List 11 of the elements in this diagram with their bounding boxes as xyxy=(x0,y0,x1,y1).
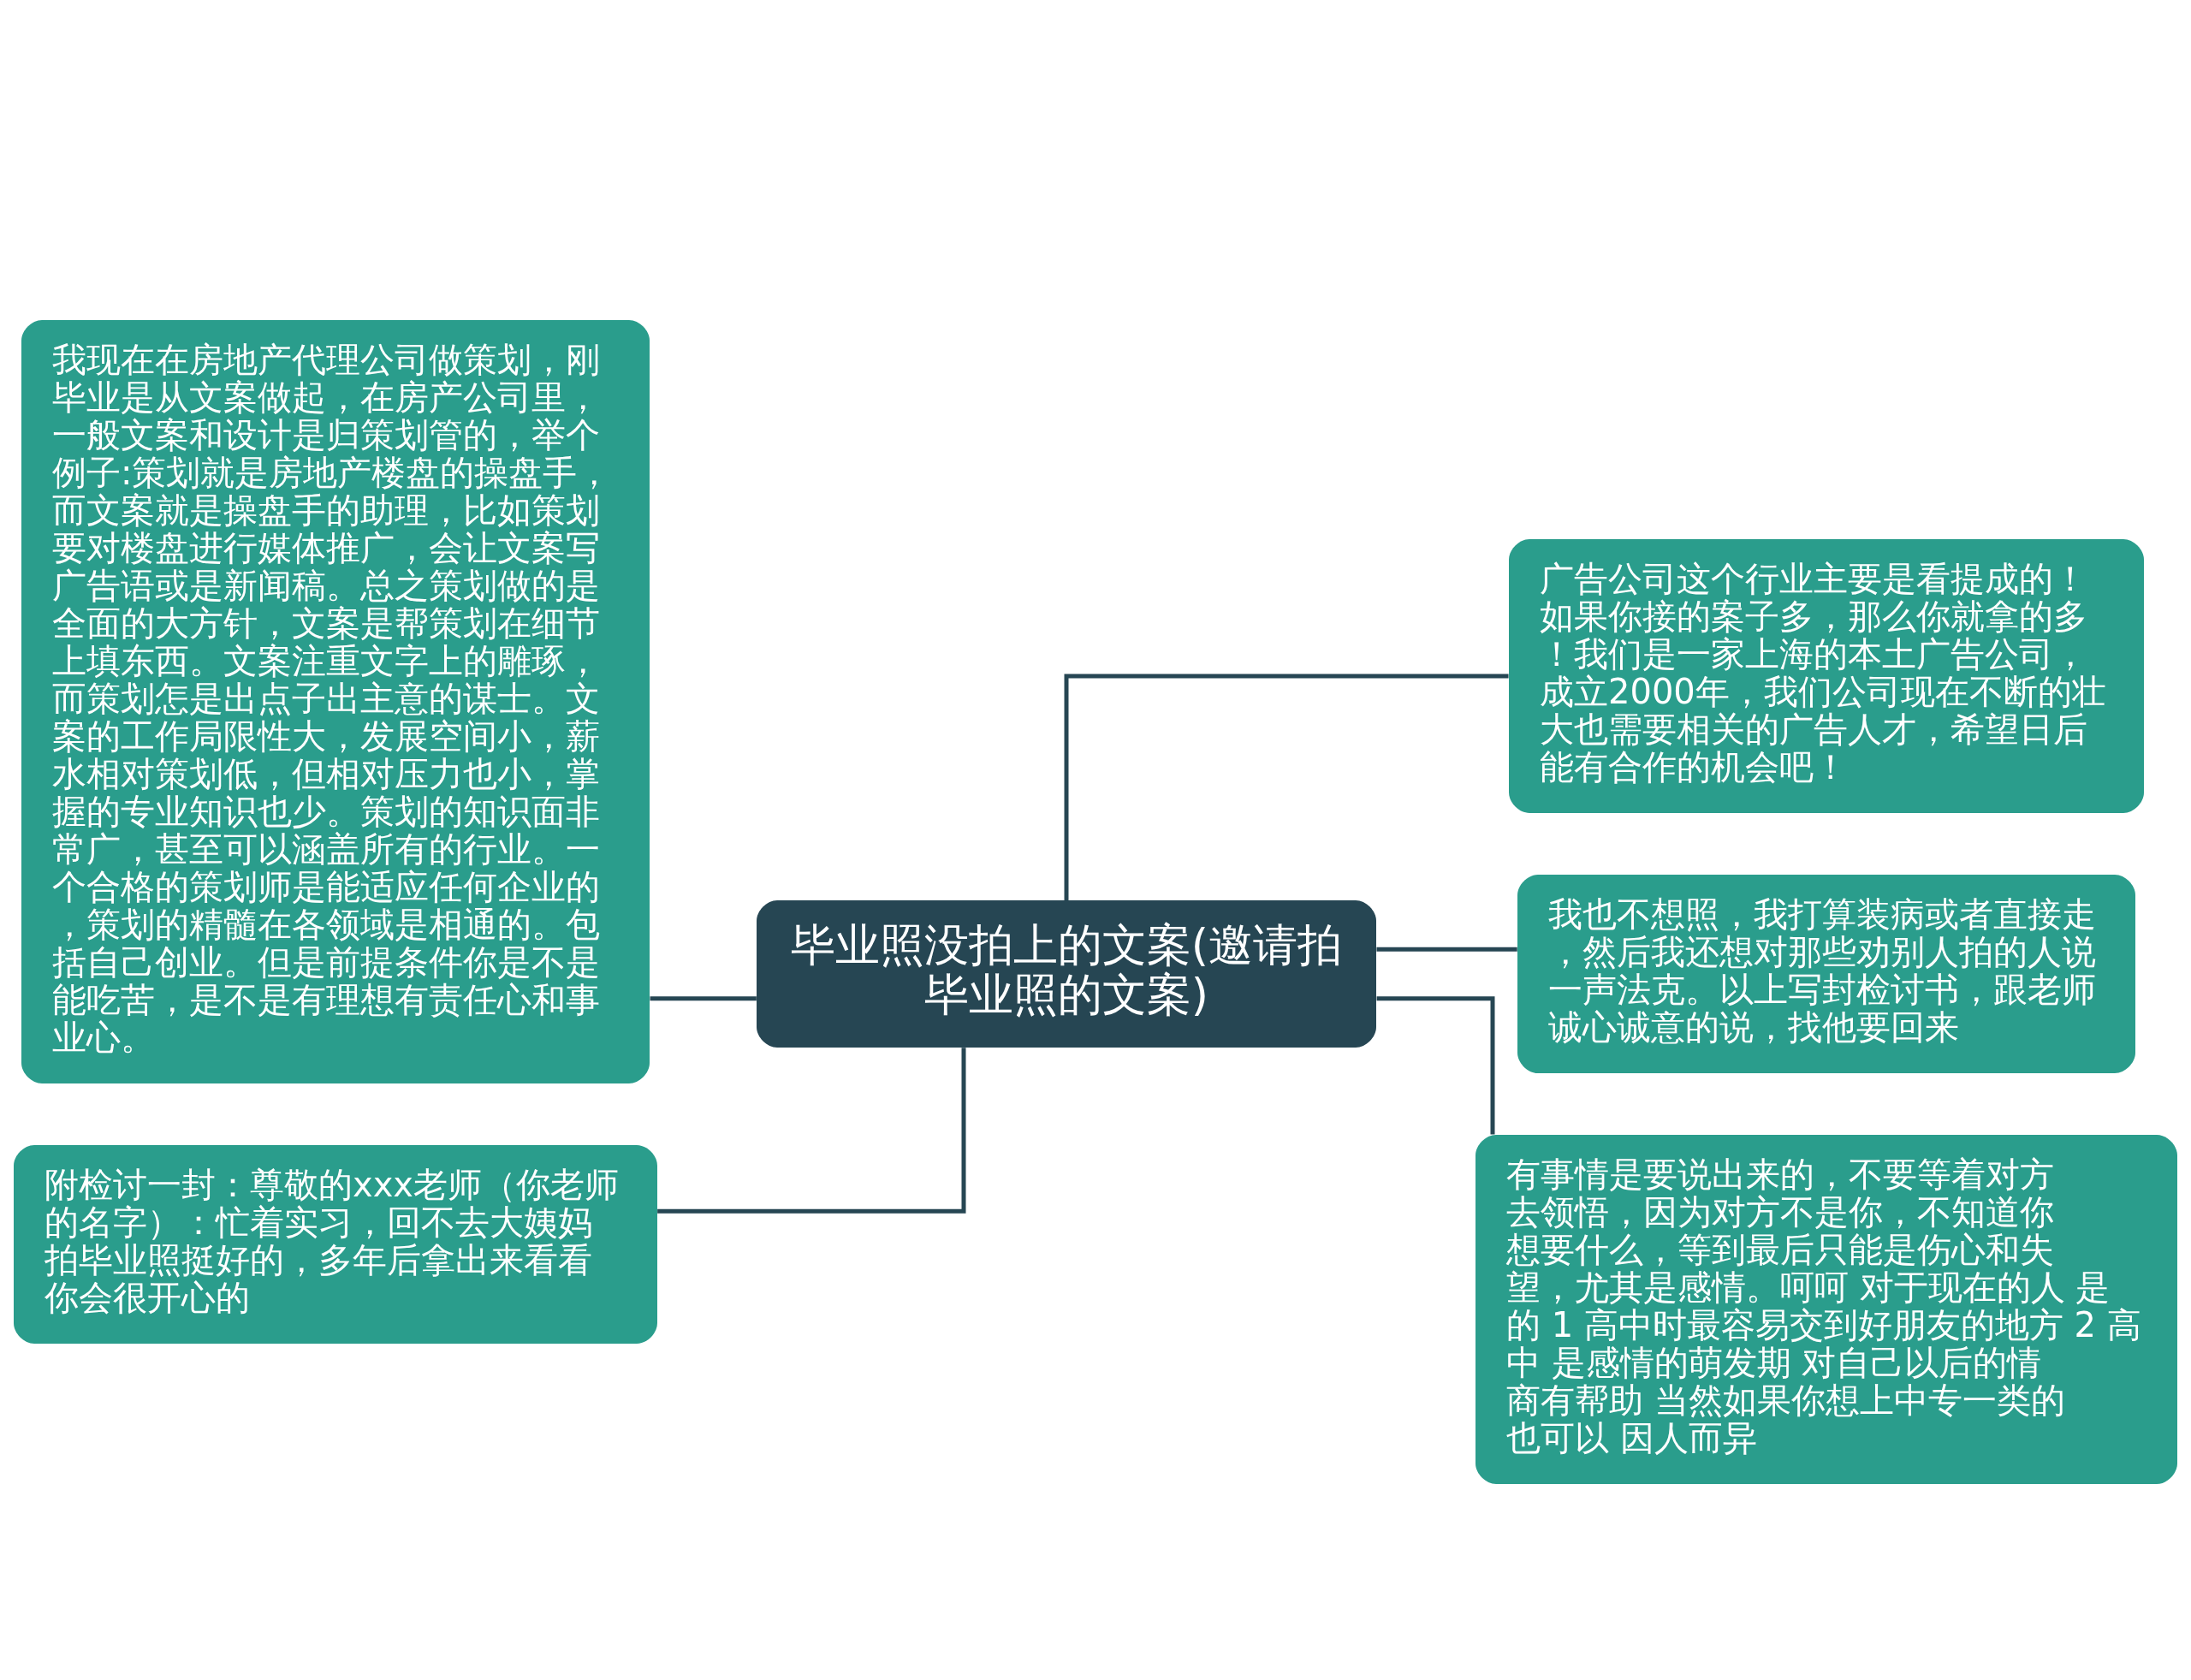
connector xyxy=(1376,947,1517,952)
node-box: 我现在在房地产代理公司做策划，刚毕业是从文案做起，在房产公司里，一般文案和设计是归策划管的，举个例子:策划就是房地产楼盘的操盘手，而文案就是操盘手的助理，比如策划要对楼盘进行媒体推广，会让文案写广告语或是新闻稿。总之策划做的是全面的大方针，文案是帮策划在细节上填东西。文案注重文字上的雕琢，而策划怎是出点子出主意的谋士。文案的工作局限性大，发展空间小，薪水相对策划低，但相对压力也小，掌握的专业知识也少。策划的知识面非常广，甚至可以涵盖所有的行业。一个合格的策划师是能适应任何企业的，策划的精髓在各领域是相通的。包括自己创业。但是前提条件你是不是能吃苦，是不是有理想有责任心和事业心。 xyxy=(21,319,650,1083)
connector xyxy=(1376,995,1495,1134)
node-box: 毕业照没拍上的文案(邀请拍毕业照的文案) xyxy=(757,899,1376,1048)
connector xyxy=(650,995,757,1000)
node-box: 我也不想照，我打算装病或者直接走，然后我还想对那些劝别人拍的人说一声法克。以上写封检讨书，跟老师诚心诚意的说，找他要回来 xyxy=(1517,874,2135,1073)
node-box: 附检讨一封：尊敬的xxx老师（你老师的名字）：忙着实习，回不去大姨妈拍毕业照挺好的，多年后拿出来看看你会很开心的 xyxy=(14,1144,657,1344)
node-box: 有事情是要说出来的，不要等着对方去领悟，因为对方不是你，不知道你想要什么，等到最后只能是伤心和失望，尤其是感情。呵呵 对于现在的人 是的 1 高中时最容易交到好朋友的地方 2 高中 是感情的萌发期 对自己以后的情商有帮助 当然如果你想上中专一类的也可以 因人而异 xyxy=(1476,1134,2177,1484)
connector xyxy=(1064,674,1509,900)
node-box: 广告公司这个行业主要是看提成的！如果你接的案子多，那么你就拿的多！我们是一家上海的本土广告公司，成立2000年，我们公司现在不断的壮大也需要相关的广告人才，希望日后能有合作的机会吧！ xyxy=(1509,538,2144,813)
connector xyxy=(657,1047,966,1214)
